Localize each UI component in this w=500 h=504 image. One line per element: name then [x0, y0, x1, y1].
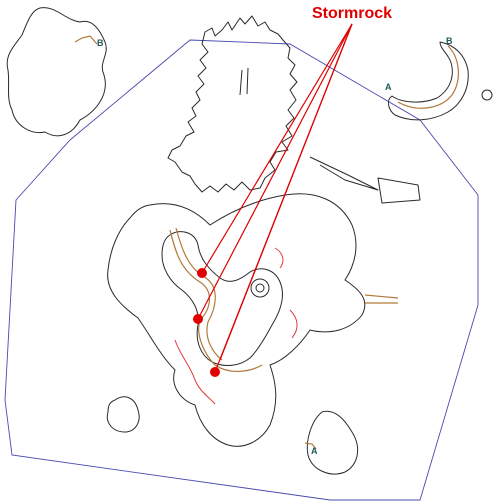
ship-hull	[377, 177, 421, 204]
marker-label-b-northwest: B	[97, 38, 104, 48]
mountain-ridge	[167, 15, 298, 193]
ridge-mark-1	[239, 69, 243, 96]
inner-lagoon	[161, 231, 283, 366]
road-northwest	[74, 35, 98, 45]
pier-east	[364, 294, 399, 299]
island-southwest	[106, 396, 140, 433]
trail-red-west	[174, 339, 216, 405]
island-southeast	[306, 410, 359, 475]
road-northeast-arc	[397, 45, 459, 109]
pointer-line-1	[201, 23, 353, 274]
trail-red-east	[289, 309, 298, 339]
marker-label-a-northeast: A	[385, 82, 392, 92]
road-main-east	[175, 227, 223, 361]
island-northeast-arc	[387, 41, 469, 121]
marker-label-b-northeast: B	[446, 36, 453, 46]
road-southeast	[304, 442, 317, 450]
location-dot-2[interactable]	[193, 314, 203, 324]
region-boundary	[4, 39, 479, 501]
island-main	[107, 193, 366, 447]
pointer-line-2	[197, 23, 353, 320]
tower-ring-inner	[255, 283, 265, 293]
map-title-label: Stormrock	[312, 5, 393, 22]
ridge-mark-2	[246, 67, 249, 95]
ship-wake	[309, 156, 379, 191]
islet-east	[481, 89, 493, 101]
location-dot-1[interactable]	[197, 268, 207, 278]
tower-ring-outer	[250, 278, 270, 298]
trail-red-north	[274, 247, 284, 269]
location-dot-3[interactable]	[210, 367, 220, 377]
island-northwest	[6, 7, 107, 137]
pointer-line-4	[219, 23, 353, 361]
marker-label-a-southeast: A	[311, 446, 318, 456]
